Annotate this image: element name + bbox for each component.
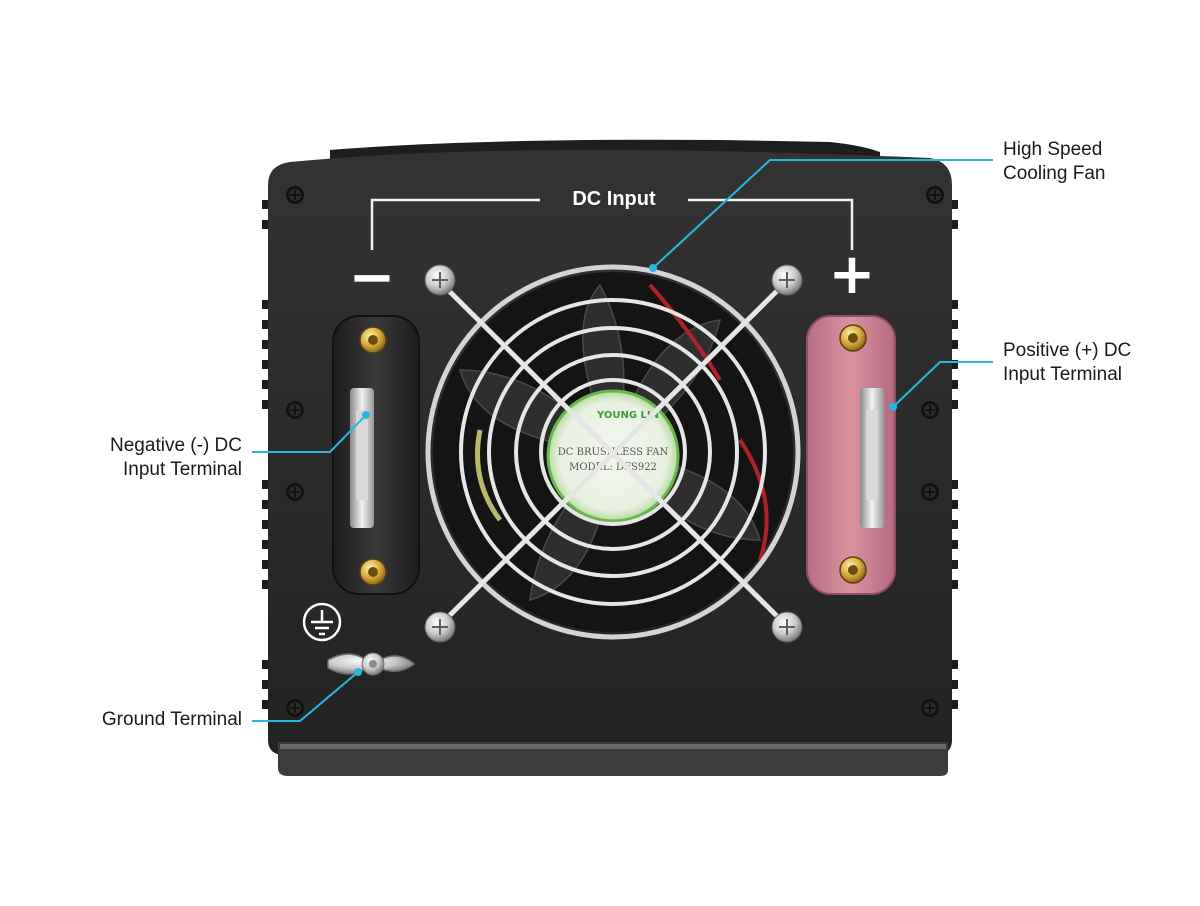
ground-callout-line1: Ground Terminal bbox=[101, 709, 242, 730]
screw-icon bbox=[921, 401, 939, 419]
ground-symbol-icon bbox=[302, 602, 342, 642]
screw-icon bbox=[771, 611, 803, 643]
dc-input-title: DC Input bbox=[572, 188, 656, 210]
screw-icon bbox=[921, 483, 939, 501]
positive-callout-line1: Positive (+) DC bbox=[1003, 340, 1132, 361]
minus-sign: − bbox=[349, 245, 396, 310]
dc-input-bracket bbox=[370, 198, 854, 250]
screw-icon bbox=[424, 264, 456, 296]
callout-leaders bbox=[252, 159, 993, 722]
fan-callout-line1: High Speed bbox=[1003, 139, 1103, 160]
fan-screws bbox=[424, 264, 803, 643]
negative-leader bbox=[252, 414, 367, 453]
fan-guard-icon bbox=[425, 264, 801, 640]
screw-icon bbox=[286, 186, 304, 204]
fan-label-model: MODEL: DFS922 bbox=[569, 462, 657, 473]
fan-label-brand: YOUNG LIN bbox=[596, 410, 659, 421]
positive-leader-dot bbox=[889, 403, 897, 411]
screw-icon bbox=[926, 186, 944, 204]
screw-icon bbox=[286, 401, 304, 419]
plus-sign: + bbox=[829, 242, 876, 307]
screw-icon bbox=[771, 264, 803, 296]
fan-callout-line2: Cooling Fan bbox=[1003, 163, 1106, 184]
positive-leader bbox=[892, 361, 993, 408]
negative-callout-line2: Input Terminal bbox=[123, 459, 242, 480]
screw-icon bbox=[286, 699, 304, 717]
fan-leader bbox=[652, 159, 993, 269]
ground-leader-dot bbox=[354, 668, 362, 676]
negative-terminal bbox=[332, 315, 420, 595]
positive-callout: Positive (+) DC Input Terminal bbox=[1003, 339, 1131, 387]
fan-callout: High Speed Cooling Fan bbox=[1003, 138, 1105, 186]
bottom-lip bbox=[278, 742, 948, 776]
ground-leader bbox=[252, 671, 359, 722]
negative-callout: Negative (-) DC Input Terminal bbox=[110, 434, 242, 482]
fan-guard-cross bbox=[437, 279, 789, 628]
negative-leader-dot bbox=[362, 411, 370, 419]
positive-callout-line2: Input Terminal bbox=[1003, 364, 1122, 385]
screw-icon bbox=[286, 483, 304, 501]
screw-icon bbox=[921, 699, 939, 717]
screw-icon bbox=[424, 611, 456, 643]
panel-screws bbox=[286, 186, 944, 717]
fan-leader-dot bbox=[649, 264, 657, 272]
cooling-fan: YOUNG LIN DC BRUSHLESS FAN MODEL: DFS922 bbox=[424, 264, 803, 643]
ground-callout: Ground Terminal bbox=[102, 708, 242, 732]
ground-terminal bbox=[327, 652, 416, 676]
positive-terminal bbox=[806, 315, 896, 595]
negative-callout-line1: Negative (-) DC bbox=[110, 435, 242, 456]
